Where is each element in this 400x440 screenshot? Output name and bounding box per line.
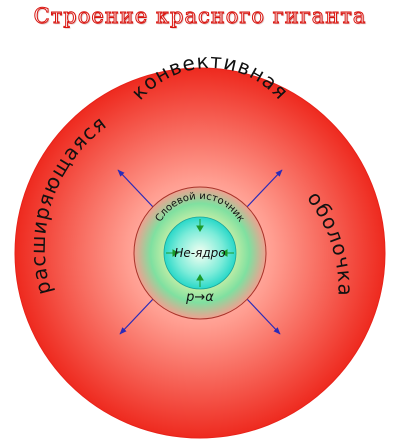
reaction-label: p→α [185,290,214,305]
expansion-arrow [245,169,283,209]
core-label: He-ядро [174,246,225,260]
helium-core [163,216,237,290]
core-contraction-arrows [166,219,234,287]
expansion-arrow [117,169,155,209]
expansion-arrow [245,297,281,335]
diagram-title: Строение красного гиганта [33,4,367,29]
expansion-arrow [119,297,155,335]
